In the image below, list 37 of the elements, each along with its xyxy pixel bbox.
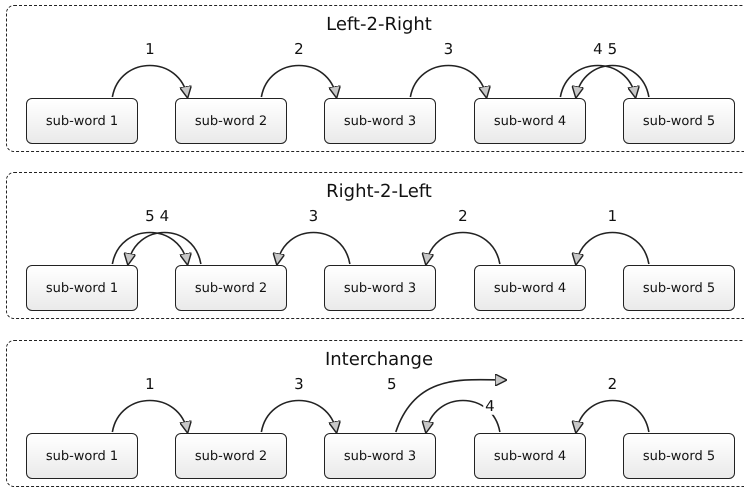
sub-word-box: sub-word 2 [175,433,287,479]
panel-title: Interchange [324,349,434,370]
sub-word-box: sub-word 3 [324,98,436,144]
sub-word-box: sub-word 2 [175,98,287,144]
curved-arrow [572,64,650,99]
curved-arrow [572,400,650,434]
curved-arrow [112,64,191,99]
curved-arrow [560,64,639,99]
panel-title: Right-2-Left [326,181,432,202]
dashed-panel [6,172,744,319]
sub-word-box: sub-word 1 [26,433,138,479]
sub-word-box: sub-word 2 [175,265,287,311]
sub-word-box: sub-word 4 [474,265,586,311]
dashed-panel [6,5,744,152]
curved-arrow [112,400,191,434]
curved-arrow [260,400,340,434]
sub-word-box: sub-word 5 [623,98,735,144]
sub-word-box: sub-word 1 [26,265,138,311]
edge-label: 4 [483,398,497,414]
sub-word-box: sub-word 5 [623,265,735,311]
curved-arrow [395,373,508,432]
sub-word-box: sub-word 1 [26,98,138,144]
curved-arrow [274,232,351,266]
panel-title: Left-2-Right [326,14,432,35]
curved-arrow [260,64,340,99]
curved-arrow [422,232,501,266]
curved-arrow [112,232,191,266]
curved-arrow [572,232,650,266]
curved-arrow [410,64,490,99]
dashed-panel [6,340,744,487]
sub-word-box: sub-word 3 [324,433,436,479]
sub-word-box: sub-word 4 [474,98,586,144]
sub-word-box: sub-word 5 [623,433,735,479]
sub-word-box: sub-word 3 [324,265,436,311]
sub-word-box: sub-word 4 [474,433,586,479]
curved-arrow [124,232,202,266]
curved-arrow [422,400,501,434]
